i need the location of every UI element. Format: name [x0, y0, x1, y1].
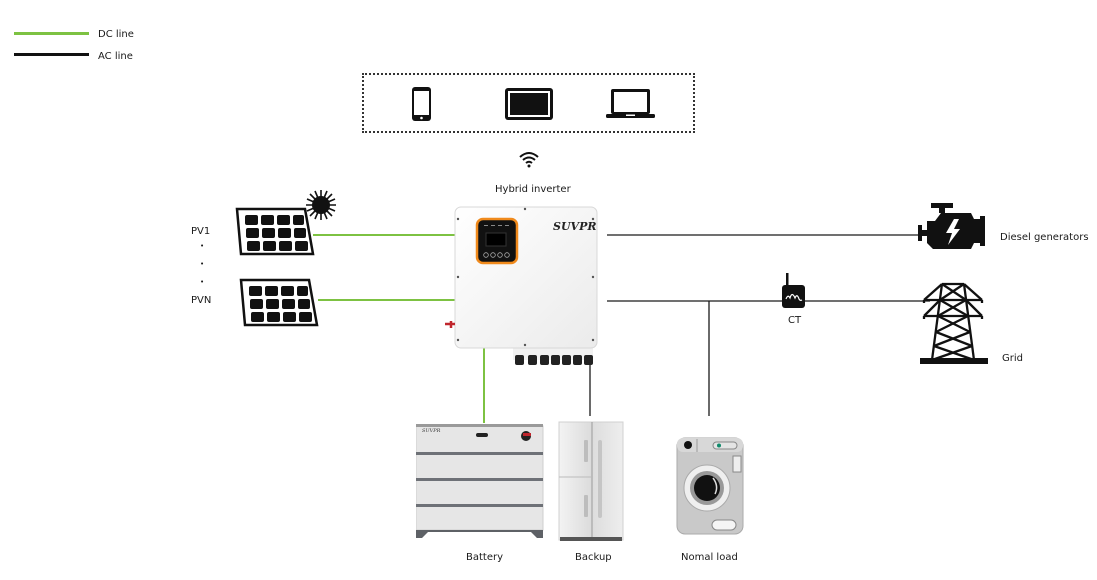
- hybrid-inverter: [445, 206, 598, 365]
- wifi-icon: [519, 152, 539, 168]
- diesel-generators-label: Diesel generators: [1000, 232, 1089, 243]
- normal-load-label: Nomal load: [681, 552, 738, 563]
- pv-ellipsis-dot: •: [200, 242, 205, 250]
- solar-panel-pvn: [239, 278, 319, 327]
- tablet-icon: [505, 88, 553, 120]
- ct-sensor-icon: [782, 273, 805, 308]
- backup-label: Backup: [575, 552, 612, 563]
- ct-label: CT: [788, 315, 802, 326]
- inverter-label: Hybrid inverter: [495, 184, 571, 195]
- legend-dc-label: DC line: [98, 29, 134, 40]
- pvn-label: PVN: [191, 295, 212, 306]
- inverter-brand: SUVPR: [553, 220, 597, 233]
- grid-label: Grid: [1002, 353, 1023, 364]
- washing-machine-icon: [676, 437, 744, 535]
- sun-icon: [306, 190, 336, 220]
- battery-brand: SUVPR: [422, 428, 441, 434]
- grid-tower-icon: [920, 282, 988, 364]
- legend-ac-line-swatch: [14, 53, 89, 56]
- diesel-engine-icon: [918, 203, 985, 249]
- pv-ellipsis-dot: •: [200, 278, 205, 286]
- battery-unit: [416, 424, 544, 538]
- solar-panel-pv1: [235, 207, 315, 256]
- pv-ellipsis-dot: •: [200, 260, 205, 268]
- refrigerator-icon: [558, 421, 624, 541]
- phone-icon: [412, 87, 431, 121]
- battery-label: Battery: [466, 552, 504, 563]
- pv1-label: PV1: [191, 226, 211, 237]
- monitoring-devices-box: [362, 73, 695, 133]
- laptop-icon: [606, 89, 655, 118]
- legend-dc-line-swatch: [14, 32, 89, 35]
- legend-ac-label: AC line: [98, 51, 133, 62]
